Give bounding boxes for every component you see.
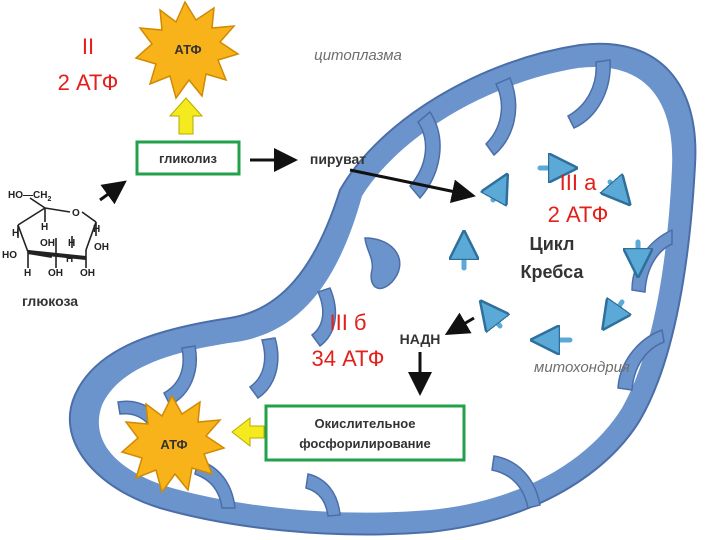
- oxphos-box: Окислительное фосфорилирование: [264, 404, 466, 462]
- mitochondrion-label: митохондрия: [534, 359, 630, 376]
- stage-2-atp: 2 АТФ: [58, 70, 119, 95]
- yellow-left-arrow: [231, 416, 265, 448]
- glucose-label: глюкоза: [22, 293, 78, 309]
- atp-top-label: АТФ: [174, 42, 201, 57]
- glycolysis-label: гликолиз: [159, 151, 218, 166]
- pyruvate-label: пируват: [310, 151, 366, 167]
- nadh-label: НАДН: [400, 331, 441, 347]
- stage-3a-atp: 2 АТФ: [548, 202, 609, 227]
- glucose-atom-o: O: [72, 208, 80, 219]
- yellow-up-arrow: [168, 97, 204, 135]
- glucose-atom-h2: H: [12, 228, 19, 239]
- glucose-atom-h4: H: [68, 238, 75, 249]
- arrow-pyruvate-to-krebs: [349, 168, 476, 204]
- mitochondrion-matrix: [98, 66, 673, 513]
- atp-star-bottom: АТФ: [120, 394, 226, 494]
- glucose-atom-h3: H: [93, 224, 100, 235]
- krebs-line-1: Цикл: [530, 234, 575, 254]
- stage-3b-title: III б: [329, 310, 366, 335]
- glucose-molecule: HO—CH2 O H H H OH H OH HO H H OH OH: [2, 190, 109, 279]
- stage-2-title: II: [82, 34, 94, 59]
- glucose-atom-oh1: OH: [40, 238, 55, 249]
- glucose-atom-ho-ch2: HO—CH2: [8, 190, 51, 203]
- stage-3b-atp: 34 АТФ: [312, 346, 385, 371]
- arrow-glucose-to-glycolysis: [99, 180, 127, 205]
- glucose-atom-oh3: OH: [48, 268, 63, 279]
- arrow-to-nadh: [444, 312, 475, 336]
- glucose-atom-oh4: OH: [80, 268, 95, 279]
- oxphos-line-2: фосфорилирование: [299, 436, 431, 451]
- glucose-atom-ho: HO: [2, 250, 17, 261]
- stage-3a-title: III а: [560, 170, 597, 195]
- glucose-atom-h5: H: [66, 254, 73, 265]
- oxphos-line-1: Окислительное: [315, 416, 416, 431]
- krebs-line-2: Кребса: [521, 262, 585, 282]
- glucose-atom-h1: H: [41, 222, 48, 233]
- glucose-atom-oh2: OH: [94, 242, 109, 253]
- atp-star-top: АТФ: [134, 0, 240, 100]
- cytoplasm-label: цитоплазма: [314, 47, 402, 64]
- glucose-atom-h6: H: [24, 268, 31, 279]
- glycolysis-box: гликолиз: [135, 140, 241, 176]
- krebs-cycle-arrows: [464, 168, 638, 340]
- atp-bottom-label: АТФ: [160, 437, 187, 452]
